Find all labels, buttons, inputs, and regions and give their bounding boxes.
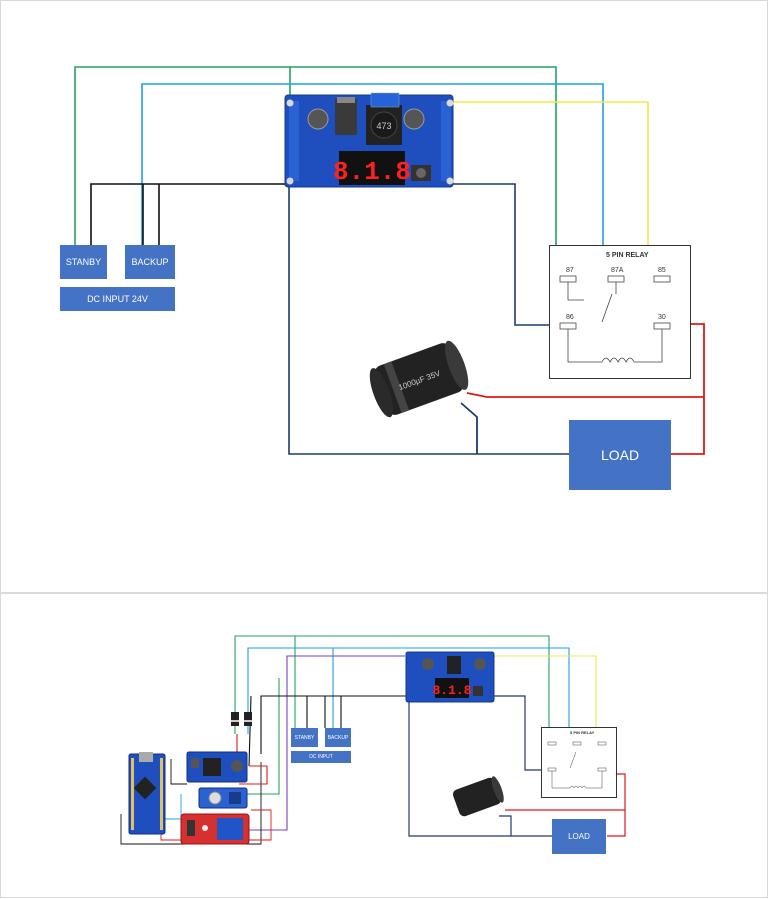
- relay-internal-diagram: [559, 275, 671, 363]
- yellow-wire: [449, 101, 649, 273]
- pin-86-label: 86: [566, 314, 574, 321]
- load-box: LOAD: [569, 420, 671, 490]
- dc-input-label: DC INPUT 24V: [87, 294, 148, 304]
- relay-internal-diagram: [547, 741, 607, 789]
- bottom-slide: 8.1.8 STANBY BACKUP DC INPUT 5 PIN RELAY…: [0, 593, 768, 898]
- cyan-wire: [247, 647, 570, 734]
- display-digits: 8.1.8: [333, 157, 411, 187]
- capacitor: [369, 340, 469, 418]
- navy-wire: [408, 696, 553, 837]
- relay-module: [180, 813, 250, 845]
- black-wire: [90, 183, 289, 246]
- dc-input-box: DC INPUT: [291, 751, 351, 763]
- red-wire: [236, 734, 245, 755]
- buck-converter-module: [405, 651, 495, 703]
- purple-wire: [249, 655, 405, 831]
- black-wire: [260, 695, 411, 754]
- load-label: LOAD: [600, 447, 640, 463]
- relay-title: 5 PIN RELAY: [606, 252, 649, 259]
- green-wire: [234, 635, 550, 734]
- backup-label: BACKUP: [327, 734, 349, 741]
- navy-wire-cap: [460, 402, 478, 454]
- stanby-box: STANBY: [291, 728, 318, 747]
- dc-input-box: DC INPUT 24V: [60, 287, 175, 311]
- backup-box: BACKUP: [125, 245, 175, 279]
- inductor-mark: 473: [376, 121, 391, 131]
- cyan-wire: [141, 83, 604, 263]
- pin-85-label: 85: [658, 267, 666, 274]
- yellow-wire: [493, 655, 597, 740]
- pin-87a-label: 87A: [611, 267, 624, 274]
- small-buck-converter: [186, 751, 248, 783]
- relay-frame: 5 PIN RELAY 87 87A 85 86 30: [549, 245, 691, 379]
- relay-frame: 5 PIN RELAY: [541, 727, 617, 798]
- green-wire: [74, 66, 557, 279]
- top-wiring-diagram: 8.1.8 473 1000µF 35V: [74, 66, 705, 455]
- navy-wire-out: [449, 183, 565, 326]
- bottom-wiring-diagram: 8.1.8: [120, 635, 626, 845]
- buck-converter-module: [284, 92, 454, 188]
- backup-label: BACKUP: [131, 257, 169, 267]
- top-slide: 8.1.8 473 1000µF 35V STANBY BACKUP DC IN…: [0, 0, 768, 593]
- diode-2: [244, 712, 252, 726]
- relay-title: 5 PIN RELAY: [570, 730, 595, 735]
- sensor-module: [198, 787, 248, 809]
- display-digits: 8.1.8: [432, 683, 471, 698]
- capacitor: [452, 776, 504, 817]
- load-label: LOAD: [568, 832, 590, 841]
- pin-30-label: 30: [658, 314, 666, 321]
- pin-87-label: 87: [566, 267, 574, 274]
- stanby-label: STANBY: [294, 734, 315, 741]
- load-box: LOAD: [552, 819, 606, 854]
- dc-input-label: DC INPUT: [309, 754, 333, 760]
- red-wire-cap: [466, 392, 704, 398]
- diode-1: [231, 712, 239, 726]
- arduino-nano: [128, 752, 166, 835]
- stanby-label: STANBY: [65, 257, 102, 267]
- navy-wire-ground: [288, 184, 569, 455]
- stanby-box: STANBY: [60, 245, 107, 279]
- backup-box: BACKUP: [325, 728, 351, 747]
